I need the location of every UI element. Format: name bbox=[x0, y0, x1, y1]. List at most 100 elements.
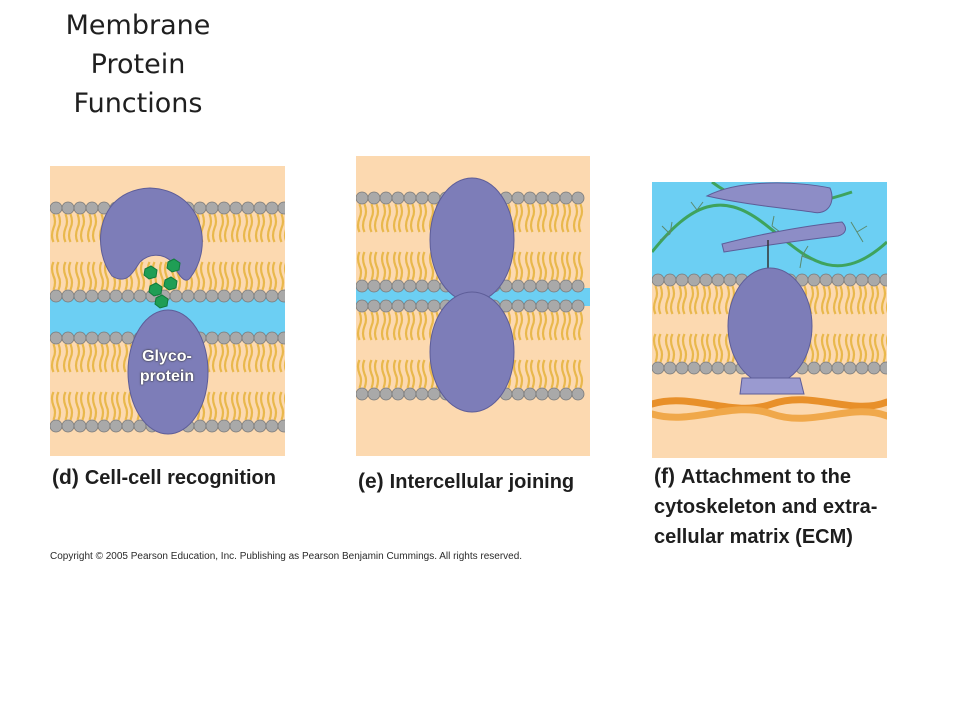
lipid-head bbox=[367, 387, 381, 401]
lipid-tail bbox=[242, 261, 249, 291]
lipid-tail bbox=[392, 311, 399, 341]
lipid-tail bbox=[397, 203, 404, 233]
lipid-tail bbox=[122, 391, 129, 421]
lipid-tail bbox=[560, 203, 567, 233]
lipid-tail bbox=[657, 285, 664, 315]
panel-attachment-cytoskeleton-ecm bbox=[652, 182, 887, 458]
lipid-tail bbox=[577, 359, 584, 389]
lipid-tail bbox=[529, 311, 536, 341]
lipid-head bbox=[73, 419, 87, 433]
lipid-head bbox=[547, 387, 561, 401]
lipid-head bbox=[571, 299, 585, 313]
lipid-tail bbox=[548, 359, 555, 389]
lipid-tail bbox=[218, 261, 225, 291]
lipid-tail bbox=[657, 333, 664, 363]
lipid-tail bbox=[861, 285, 868, 315]
lipid-tail bbox=[278, 213, 285, 243]
lipid-head bbox=[723, 273, 737, 287]
lipid-tail bbox=[577, 311, 584, 341]
lipid-head bbox=[50, 419, 63, 433]
lipid-tail bbox=[86, 391, 93, 421]
lipid-tail bbox=[50, 391, 57, 421]
lipid-tail bbox=[868, 333, 875, 363]
lipid-tail bbox=[529, 359, 536, 389]
lipid-head bbox=[571, 279, 585, 293]
lipid-tail bbox=[259, 391, 266, 421]
lipid-tail bbox=[247, 343, 254, 373]
lipid-tail bbox=[103, 343, 110, 373]
glycoprotein-label-line-2: protein bbox=[139, 368, 195, 385]
lipid-head bbox=[356, 191, 369, 205]
lipid-tail bbox=[368, 203, 375, 233]
lipid-head bbox=[229, 201, 243, 215]
junction-protein-lower bbox=[429, 291, 515, 413]
lipid-tail bbox=[832, 333, 839, 363]
lipid-tail bbox=[572, 311, 579, 341]
lipid-tail bbox=[91, 343, 98, 373]
lipid-head bbox=[535, 387, 549, 401]
lipid-tail bbox=[380, 359, 387, 389]
title-line-3: Functions bbox=[73, 88, 203, 119]
lipid-tail bbox=[512, 359, 519, 389]
lipid-tail bbox=[681, 333, 688, 363]
lipid-tail bbox=[271, 343, 278, 373]
lipid-tail bbox=[541, 251, 548, 281]
lipid-tail bbox=[724, 333, 731, 363]
lipid-head bbox=[97, 331, 111, 345]
lipid-head bbox=[511, 279, 525, 293]
lipid-tail bbox=[844, 333, 851, 363]
lipid-head bbox=[711, 361, 725, 375]
lipid-head bbox=[652, 361, 665, 375]
lipid-tail bbox=[242, 343, 249, 373]
panel-cell-cell-recognition bbox=[50, 166, 285, 456]
lipid-tail bbox=[517, 359, 524, 389]
lipid-tail bbox=[512, 311, 519, 341]
lipid-tail bbox=[62, 391, 69, 421]
lipid-tail bbox=[254, 213, 261, 243]
ecm-protein-small bbox=[721, 221, 846, 253]
lipid-tail bbox=[565, 311, 572, 341]
cell-recognition-illustration bbox=[50, 166, 285, 456]
lipid-head bbox=[867, 273, 881, 287]
lipid-head bbox=[265, 419, 279, 433]
lipid-tail bbox=[368, 359, 375, 389]
lipid-head bbox=[403, 279, 417, 293]
lipid-tail bbox=[211, 391, 218, 421]
lipid-tail bbox=[55, 391, 62, 421]
lipid-tail bbox=[517, 203, 524, 233]
lipid-tail bbox=[832, 285, 839, 315]
lipid-head bbox=[511, 387, 525, 401]
lipid-tail bbox=[55, 343, 62, 373]
lipid-head bbox=[265, 201, 279, 215]
attachment-illustration bbox=[652, 182, 887, 458]
lipid-head bbox=[415, 279, 429, 293]
caption-e-text: Intercellular joining bbox=[389, 471, 575, 493]
lipid-tail bbox=[688, 285, 695, 315]
lipid-head bbox=[843, 273, 857, 287]
lipid-tail bbox=[127, 391, 134, 421]
lipid-tail bbox=[577, 203, 584, 233]
lipid-tail bbox=[572, 251, 579, 281]
carbohydrate-chain bbox=[143, 258, 181, 309]
lipid-tail bbox=[230, 343, 237, 373]
slide-title: Membrane Protein Functions bbox=[38, 6, 238, 123]
lipid-tail bbox=[560, 311, 567, 341]
panel-intercellular-joining bbox=[356, 156, 590, 456]
lipid-head bbox=[253, 289, 267, 303]
lipid-head bbox=[265, 289, 279, 303]
caption-f-line-3: cellular matrix (ECM) bbox=[654, 526, 853, 548]
lipid-tail bbox=[50, 213, 57, 243]
caption-e-letter: (e) bbox=[358, 470, 384, 493]
lipid-head bbox=[379, 387, 393, 401]
lipid-head bbox=[121, 331, 135, 345]
lipid-tail bbox=[524, 251, 531, 281]
lipid-tail bbox=[392, 359, 399, 389]
lipid-head bbox=[109, 331, 123, 345]
lipid-tail bbox=[693, 333, 700, 363]
lipid-tail bbox=[368, 311, 375, 341]
lipid-head bbox=[663, 361, 677, 375]
lipid-tail bbox=[676, 333, 683, 363]
lipid-tail bbox=[421, 203, 428, 233]
lipid-head bbox=[391, 279, 405, 293]
lipid-tail bbox=[572, 359, 579, 389]
